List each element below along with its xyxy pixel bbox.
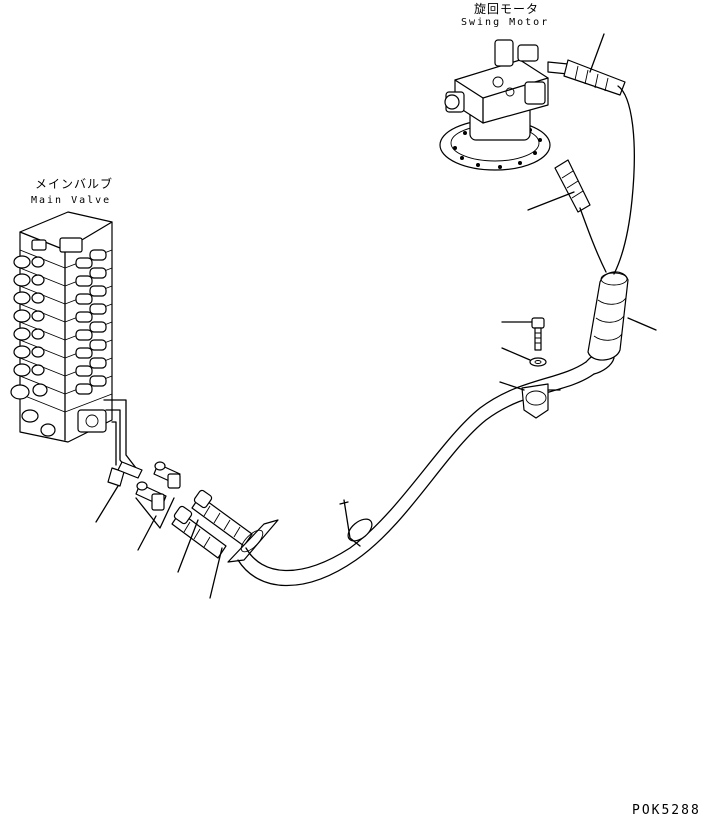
main-valve-label-en: Main Valve [31, 195, 112, 206]
hose-bracket [499, 381, 561, 419]
hose-clamp [339, 499, 373, 547]
washer [529, 357, 547, 367]
hose-upper [191, 489, 253, 547]
drawing-code: POK5288 [632, 803, 701, 818]
main-hose [237, 351, 615, 587]
fitting-union-lower [135, 481, 167, 511]
swing-motor-label-jp: 旋回モータ [474, 2, 540, 16]
protective-sleeve [587, 271, 629, 361]
swing-motor-label-en: Swing Motor [461, 17, 550, 28]
hose-upper-route [579, 85, 635, 275]
main-valve [10, 211, 113, 443]
leader-lines [95, 33, 657, 599]
hose-lower [171, 505, 227, 559]
bolt [531, 317, 545, 351]
pilot-lines [103, 399, 137, 471]
valve-spool-caps [75, 249, 107, 395]
main-valve-label-jp: メインバルブ [35, 177, 114, 191]
swing-motor [439, 39, 626, 213]
fitting-union-upper [153, 461, 181, 489]
valve-side-fittings [10, 255, 56, 437]
fitting-elbow [107, 461, 143, 487]
